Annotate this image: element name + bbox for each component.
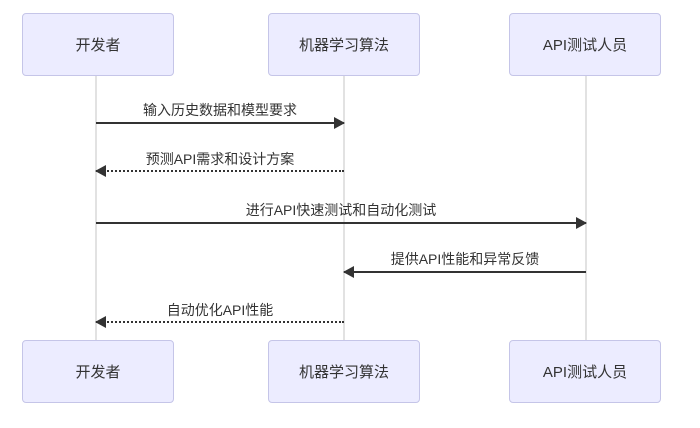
message-arrow-dotted (95, 316, 344, 328)
actor-bottom-ml-algorithm: 机器学习算法 (268, 340, 420, 403)
actor-top-developer: 开发者 (22, 13, 174, 76)
arrowhead-right-icon (334, 117, 345, 129)
message-label: 进行API快速测试和自动化测试 (245, 202, 437, 218)
actor-label: 开发者 (75, 364, 121, 381)
actor-bottom-api-tester: API测试人员 (509, 340, 661, 403)
actor-label: 机器学习算法 (298, 37, 389, 54)
message-label: 输入历史数据和模型要求 (143, 102, 297, 118)
actor-label: 开发者 (75, 37, 121, 54)
actor-label: 机器学习算法 (298, 364, 389, 381)
message-arrow-solid (96, 217, 587, 229)
message-arrow-solid (343, 266, 586, 278)
message-label: 提供API性能和异常反馈 (390, 251, 540, 267)
arrowhead-left-icon (95, 165, 106, 177)
lifeline-api-tester (585, 76, 587, 340)
lifeline-developer (95, 76, 97, 340)
lifeline-ml-algorithm (343, 76, 345, 340)
message-arrow-solid (96, 117, 345, 129)
arrowhead-right-icon (576, 217, 587, 229)
actor-top-api-tester: API测试人员 (509, 13, 661, 76)
actor-label: API测试人员 (542, 364, 628, 381)
message-label: 预测API需求和设计方案 (145, 151, 295, 167)
actor-top-ml-algorithm: 机器学习算法 (268, 13, 420, 76)
message-arrow-dotted (95, 165, 344, 177)
arrowhead-left-icon (343, 266, 354, 278)
arrowhead-left-icon (95, 316, 106, 328)
message-label: 自动优化API性能 (166, 302, 274, 318)
actor-label: API测试人员 (542, 37, 628, 54)
actor-bottom-developer: 开发者 (22, 340, 174, 403)
